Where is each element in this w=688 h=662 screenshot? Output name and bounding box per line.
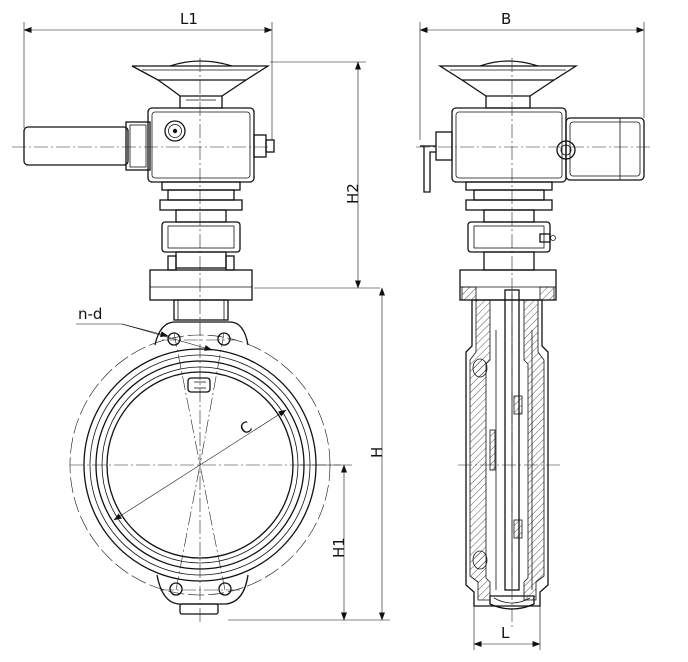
dimension-h1 xyxy=(300,464,352,621)
dimension-l xyxy=(473,606,541,650)
front-top-flange xyxy=(149,269,253,321)
front-bracket xyxy=(159,199,243,271)
nd-leader xyxy=(76,323,213,351)
dimension-h-label: H xyxy=(368,447,386,458)
dimension-h1-label: H1 xyxy=(330,537,348,558)
dimension-b xyxy=(419,22,645,140)
dimension-h xyxy=(228,287,390,621)
dimension-b-label: B xyxy=(501,10,511,28)
front-view: C n-d L1 H2 H xyxy=(12,10,390,625)
side-centre-lines xyxy=(416,58,650,630)
side-handwheel xyxy=(437,60,579,109)
side-body-section xyxy=(465,289,549,610)
front-centre-lines xyxy=(12,58,340,625)
dimension-h2-label: H2 xyxy=(344,183,362,204)
side-view: B L xyxy=(416,10,650,650)
dimension-c-label: C xyxy=(237,418,256,439)
dimension-l1-label: L1 xyxy=(180,10,198,28)
nd-label: n-d xyxy=(78,305,102,323)
front-actuator-body xyxy=(23,107,275,201)
dimension-c-line xyxy=(113,409,287,521)
dimension-l-label: L xyxy=(501,624,510,642)
side-top-flange xyxy=(459,269,557,301)
side-bracket xyxy=(465,199,556,271)
dimension-h2 xyxy=(254,61,380,289)
dimension-l1 xyxy=(23,22,273,140)
side-actuator-body xyxy=(420,107,645,201)
